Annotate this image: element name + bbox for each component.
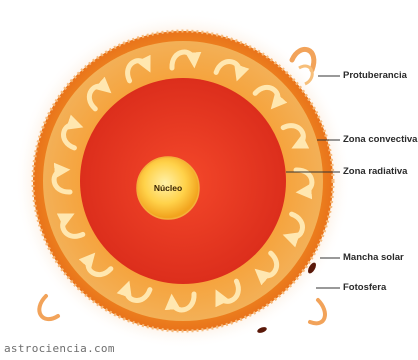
label-convective-zone: Zona convectiva [343, 134, 417, 145]
label-sunspot: Mancha solar [343, 252, 404, 263]
label-radiative-zone: Zona radiativa [343, 166, 407, 177]
label-photosphere: Fotosfera [343, 282, 386, 293]
label-core: Núcleo [154, 183, 182, 193]
label-prominence: Protuberancia [343, 70, 407, 81]
watermark: astrociencia.com [4, 342, 115, 355]
